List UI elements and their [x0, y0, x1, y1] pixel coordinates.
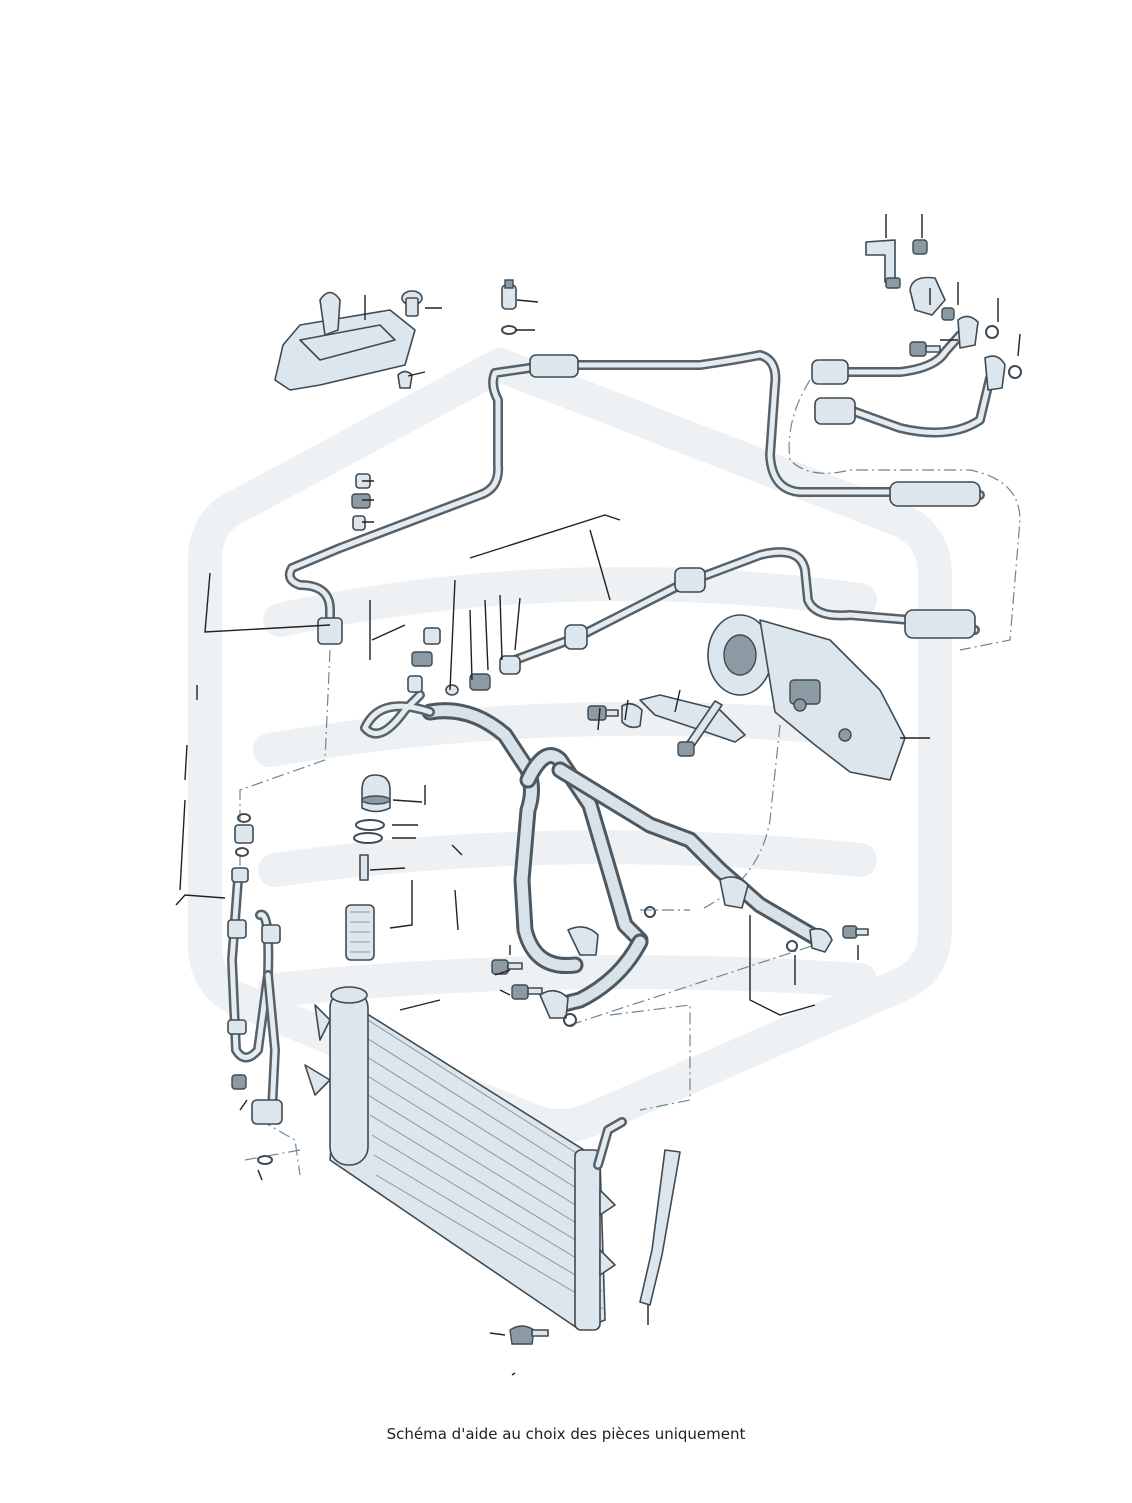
clamp-lower [539, 876, 833, 1019]
bolt-compressor [677, 700, 723, 757]
nut-clip [397, 370, 413, 389]
o-ring-drier-1 [355, 819, 385, 831]
assembly-dash-lines [239, 379, 1021, 1176]
screw-top [401, 290, 423, 317]
o-ring-top [501, 325, 517, 335]
o-ring-drier-2 [353, 832, 383, 844]
clamp-top-right [909, 276, 1006, 391]
nut-top-right [912, 239, 928, 255]
service-valve-top [501, 279, 517, 310]
hose-discharge [360, 690, 829, 1014]
screw-lower-2 [511, 984, 543, 1000]
screw-lower-right [563, 906, 869, 1027]
compressor [707, 614, 906, 781]
screw-right [885, 277, 941, 357]
hose-rear-upper [811, 330, 965, 385]
receiver-drier-cap [361, 774, 391, 813]
desiccant-cartridge [345, 854, 375, 961]
diagram-caption: Schéma d'aide au choix des pièces unique… [386, 1425, 746, 1443]
pipe-suction-upper [284, 350, 985, 645]
o-ring-right-2 [1008, 365, 1022, 379]
leader-lines [175, 214, 1021, 1376]
condenser [304, 986, 627, 1331]
bracket-top-left [274, 291, 416, 391]
bracket-compressor [639, 694, 746, 743]
hose-pressure [510, 547, 980, 665]
pressure-switch [231, 473, 521, 883]
bracket-top-right [865, 239, 896, 283]
seal-strip [639, 1149, 681, 1306]
brand-logo-watermark [188, 348, 952, 1143]
o-ring-right-1 [985, 325, 999, 339]
hose-rear-lower [814, 373, 995, 438]
screw-condenser [231, 1074, 549, 1345]
pipe-condenser-left [227, 875, 283, 1125]
